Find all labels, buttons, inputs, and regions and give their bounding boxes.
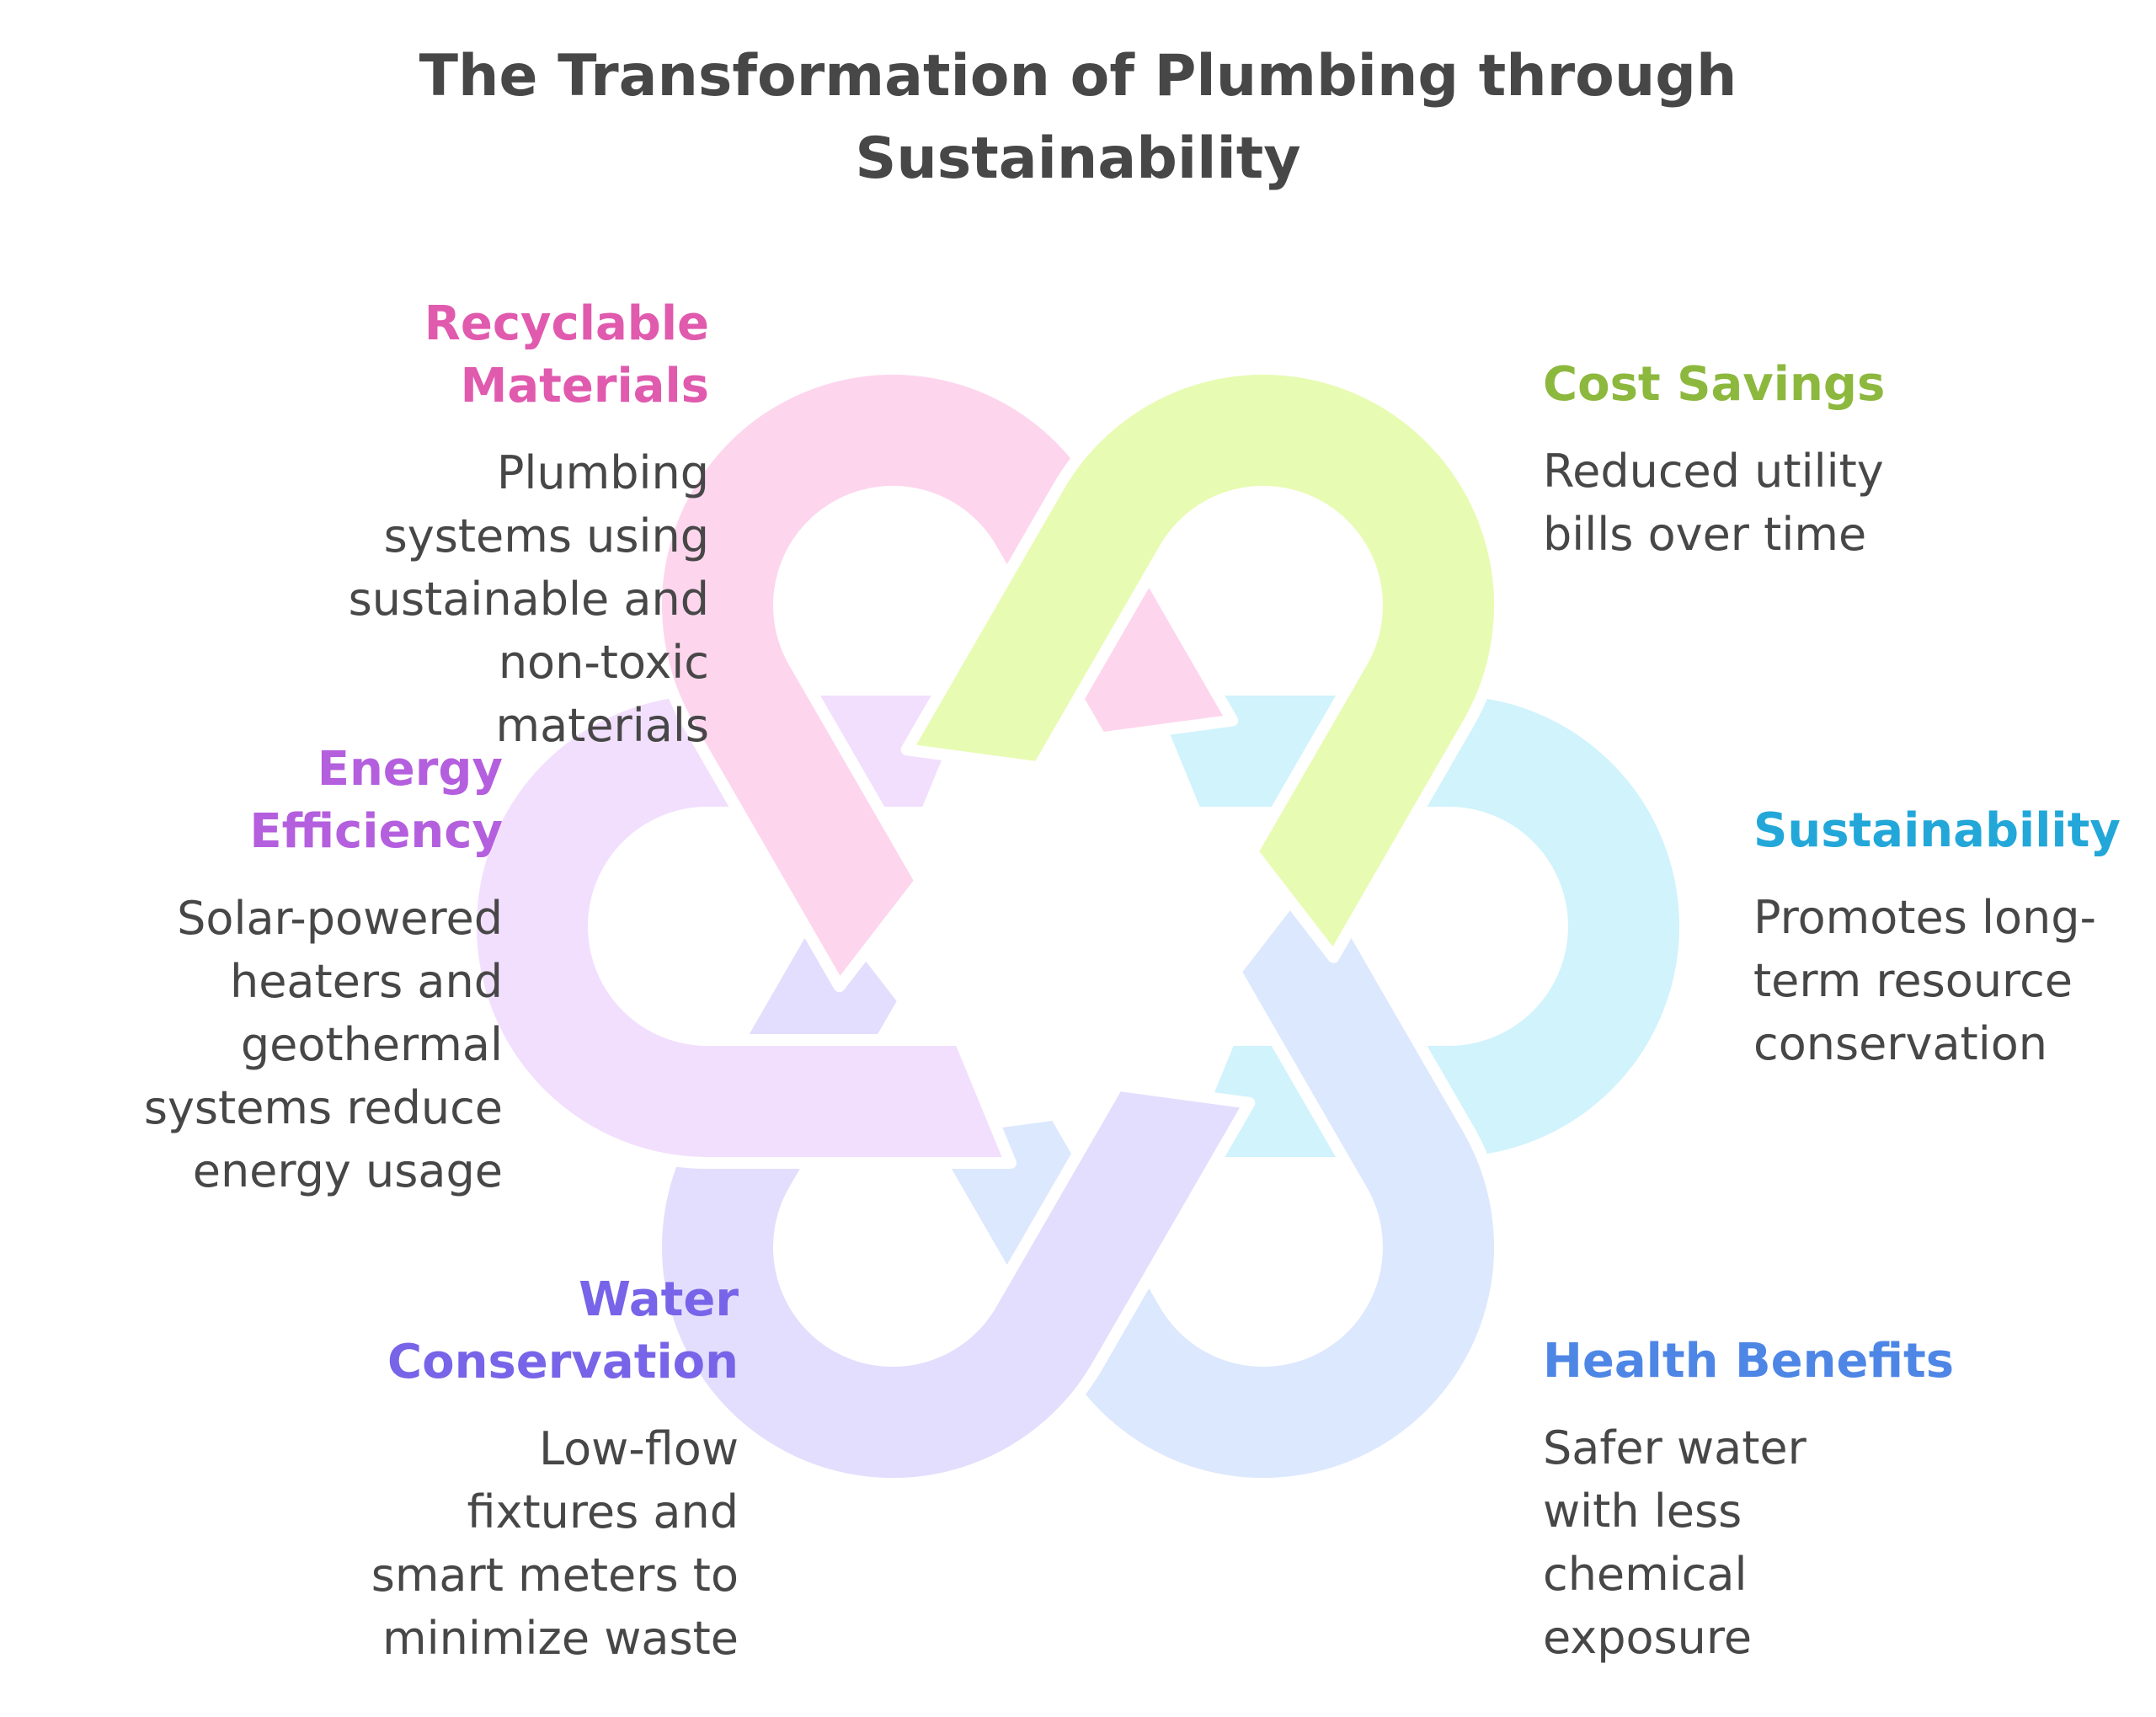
sustainability-heading: Sustainability [1753,800,2121,862]
item-health-benefits: Health Benefits Safer water with less ch… [1543,1330,1954,1669]
energy-heading-line: Efficiency [249,804,503,859]
item-sustainability: Sustainability Promotes long- term resou… [1753,800,2121,1075]
health-description-line: with less [1543,1485,1742,1538]
item-cost-savings: Cost Savings Reduced utility bills over … [1543,354,1885,566]
cost-description: Reduced utility bills over time [1543,440,1885,566]
recyclable-description-line: Plumbing [496,446,709,499]
recyclable-description: Plumbing systems using sustainable and n… [349,441,709,757]
sustainability-heading-line: Sustainability [1753,803,2121,858]
water-description-line: fixtures and [467,1485,739,1538]
sustainability-description-line: conservation [1753,1017,2047,1070]
cost-heading: Cost Savings [1543,354,1885,416]
recyclable-description-line: non-toxic [498,636,709,689]
health-description-line: chemical [1543,1548,1748,1601]
title-line-1: The Transformation of Plumbing through [419,43,1737,109]
cost-description-line: bills over time [1543,508,1867,561]
title-line-2: Sustainability [855,125,1301,192]
recyclable-heading-line: Materials [460,359,709,413]
health-description-line: Safer water [1543,1421,1806,1474]
recyclable-heading: Recyclable Materials [349,293,709,418]
water-heading-line: Water [579,1272,739,1327]
recyclable-heading-line: Recyclable [424,296,709,351]
water-description-line: smart meters to [371,1549,739,1602]
health-heading-line: Health Benefits [1543,1334,1955,1389]
energy-heading: Energy Efficiency [144,739,503,863]
health-heading: Health Benefits [1543,1330,1954,1393]
loop-cost-savings [900,362,1506,963]
water-heading-line: Conservation [387,1335,739,1389]
energy-description: Solar-powered heaters and geothermal sys… [144,887,503,1202]
recyclable-description-line: systems using [383,509,709,563]
recyclable-description-line: sustainable and [348,573,709,626]
energy-description-line: Solar-powered [177,892,503,945]
item-water-conservation: Water Conservation Low-flow fixtures and… [371,1269,739,1670]
page-title: The Transformation of Plumbing through S… [0,35,2156,200]
water-description-line: Low-flow [538,1422,739,1475]
health-description: Safer water with less chemical exposure [1543,1416,1954,1669]
loop-health-benefits [917,860,1506,1490]
cost-heading-line: Cost Savings [1543,357,1886,412]
sustainability-description-line: term resource [1753,954,2073,1007]
item-energy-efficiency: Energy Efficiency Solar-powered heaters … [144,739,503,1202]
energy-description-line: geothermal [240,1018,503,1071]
energy-description-line: heaters and [229,955,503,1008]
sustainability-description: Promotes long- term resource conservatio… [1753,886,2121,1075]
water-heading: Water Conservation [371,1269,739,1394]
water-description: Low-flow fixtures and smart meters to mi… [371,1417,739,1670]
energy-description-line: systems reduce [143,1081,503,1134]
recyclable-description-line: materials [495,699,709,752]
water-description-line: minimize waste [382,1612,739,1665]
energy-heading-line: Energy [317,742,503,797]
energy-description-line: energy usage [192,1144,503,1197]
item-recyclable-materials: Recyclable Materials Plumbing systems us… [349,293,709,757]
sustainability-description-line: Promotes long- [1753,891,2097,944]
cost-description-line: Reduced utility [1543,445,1884,498]
health-description-line: exposure [1543,1611,1753,1664]
